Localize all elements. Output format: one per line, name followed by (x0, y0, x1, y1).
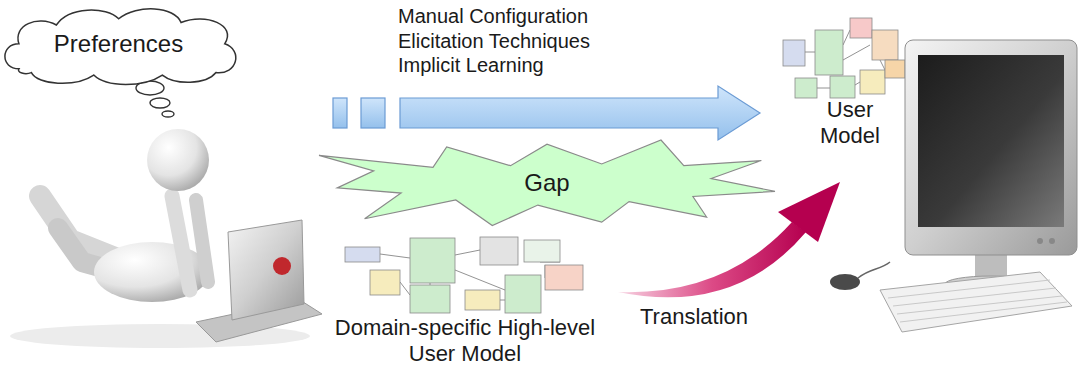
uml-class (410, 285, 450, 313)
uml-class (545, 265, 583, 290)
thought-cloud: Preferences (0, 0, 243, 88)
mouse-cable (858, 262, 890, 278)
uml-picture (345, 237, 583, 313)
arrow-segment (333, 98, 347, 128)
uml-class (815, 30, 843, 75)
model-caption: User Model (810, 97, 890, 150)
uml-class (345, 247, 380, 262)
uml-class (860, 70, 885, 94)
uml-picture (783, 18, 905, 98)
laptop-lid (228, 220, 304, 320)
person-arm (196, 200, 208, 282)
thought-bubble (150, 98, 170, 108)
uml-class (480, 237, 518, 265)
uml-class (370, 270, 400, 295)
uml-class (795, 78, 817, 98)
arrow-head (778, 182, 840, 242)
monitor-screen (918, 55, 1064, 227)
input-arrow (333, 86, 760, 140)
uml-class (465, 290, 500, 310)
keyboard-keys (888, 280, 1067, 322)
uml-class (410, 238, 455, 283)
thought-bubbles (136, 81, 174, 117)
arrow-body (618, 222, 806, 297)
person-figure (10, 129, 322, 348)
method-label: Elicitation Techniques (398, 29, 678, 53)
monitor-button (1049, 238, 1055, 244)
computer-illustration (830, 40, 1077, 332)
monitor-button (1037, 238, 1043, 244)
uml-class (830, 76, 855, 98)
cloud-outline (5, 9, 236, 85)
arrow-segment (361, 98, 385, 128)
uml-class (850, 18, 872, 38)
method-label: Manual Configuration (398, 4, 678, 28)
node-text: Preferences (54, 30, 183, 58)
uml-class (524, 240, 560, 262)
starburst-outline (319, 140, 775, 226)
method-label: Implicit Learning (398, 53, 678, 77)
uml-class (872, 30, 898, 60)
arrow-label: Translation (640, 304, 790, 330)
thought-bubble (162, 111, 174, 117)
uml-class (885, 60, 905, 78)
node-text: Gap (524, 169, 569, 197)
person-arm (172, 196, 190, 290)
uml-class (505, 275, 541, 313)
gap-starburst: Gap (318, 139, 776, 227)
model-caption: Domain-specific High-level User Model (312, 315, 618, 368)
monitor-frame (905, 40, 1077, 255)
person-head (147, 129, 209, 191)
keyboard (880, 272, 1072, 332)
arrow-body (400, 86, 760, 140)
mouse (830, 274, 860, 290)
laptop-logo (273, 257, 291, 275)
uml-class (783, 40, 805, 66)
